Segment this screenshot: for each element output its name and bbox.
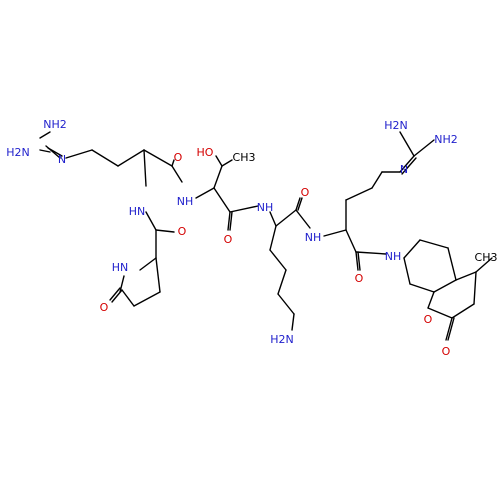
atom-label-nh-lys-amide: NH bbox=[257, 201, 274, 214]
atom-label-o-lys-carbonyl: O bbox=[301, 186, 310, 199]
atom-label-nh-arg2-amide: NH bbox=[305, 231, 322, 244]
atom-label-o-pyroglu-carbonyl: O bbox=[178, 225, 187, 238]
atom-label-n-imine-left: N bbox=[58, 153, 66, 166]
atom-label-o-pyroglu-lactam: O bbox=[100, 301, 109, 314]
atom-label-ho-thr: HO bbox=[197, 146, 214, 159]
atom-labels: NH2 H2N N O HN O HN O HO CH3 NH O NH O H… bbox=[6, 118, 497, 358]
atom-label-nh-amc-amide: NH bbox=[385, 250, 402, 263]
atom-label-o-arg1-carbonyl: O bbox=[174, 151, 183, 164]
atom-label-o-thr-carbonyl: O bbox=[224, 233, 233, 246]
atom-label-ch3-coumarin: CH3 bbox=[475, 251, 498, 264]
atom-label-o-coumarin-carbonyl: O bbox=[442, 345, 451, 358]
atom-label-hn-arg1-amide: HN bbox=[129, 205, 146, 218]
atom-label-nh2-top-right-2: NH2 bbox=[434, 133, 458, 146]
atom-label-o-arg2-carbonyl: O bbox=[355, 272, 364, 285]
atom-label-o-coumarin-ring: O bbox=[424, 313, 433, 326]
atom-label-hn-pyroglu-ring: HN bbox=[112, 261, 129, 274]
bond-lines bbox=[39, 131, 493, 341]
atom-label-nh-thr-amide: NH bbox=[177, 195, 194, 208]
atom-label-nh2-top-left-1: NH2 bbox=[43, 118, 67, 131]
atom-label-n-imine-right: N bbox=[400, 163, 408, 176]
atom-label-h2n-top-left-2: H2N bbox=[6, 146, 30, 159]
atom-label-ch3-thr: CH3 bbox=[233, 151, 256, 164]
atom-label-h2n-lys-side: H2N bbox=[270, 333, 294, 346]
atom-label-h2n-top-right-1: H2N bbox=[384, 119, 408, 132]
